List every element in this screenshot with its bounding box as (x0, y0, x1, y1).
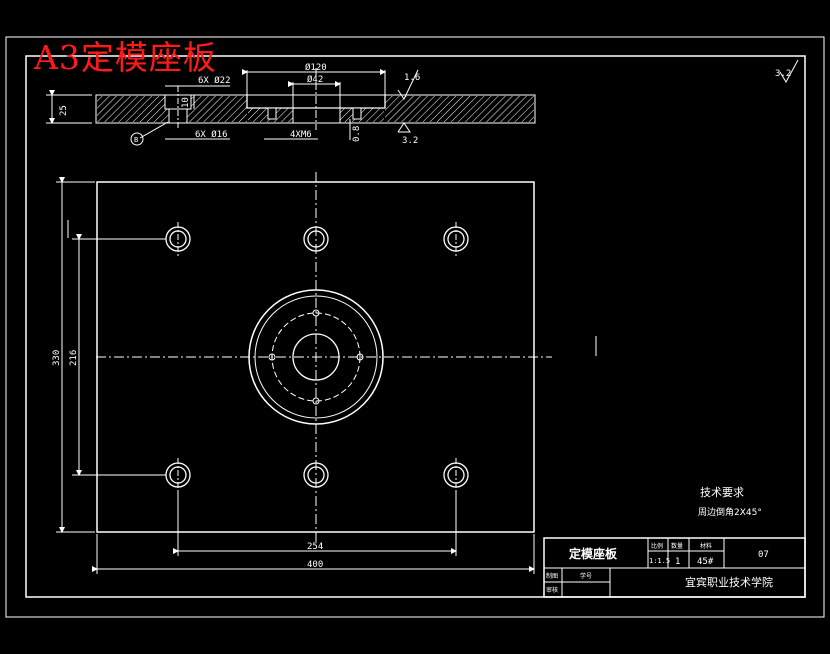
value-ratio: 1:1.5 (649, 557, 670, 565)
dim-depth-10: 10 (181, 97, 191, 108)
note-b: B (134, 136, 138, 144)
title-block (543, 537, 806, 598)
dim-inner-dia: Ø42 (307, 74, 323, 85)
dim-counterbore-bottom: 6X Ø16 (195, 129, 228, 140)
outer-frame (5, 36, 825, 618)
label-material: 材料 (700, 542, 712, 550)
dim-counterbore-top: 6X Ø22 (198, 75, 231, 86)
dim-thickness: 25 (59, 105, 69, 116)
dim-width-254: 254 (307, 542, 323, 552)
label-drawn: 制图 (546, 572, 558, 580)
plan-dimension-texts: 330 216 254 400 (52, 350, 323, 570)
dim-depth-08: 0.8 (352, 126, 362, 142)
label-student-id: 学号 (580, 572, 592, 580)
drawing-number: 07 (758, 550, 769, 560)
ring-outer-circle (248, 289, 384, 425)
title-block-texts: 定模座板 比例 数量 材料 1:1.5 1 45# 07 制图 审核 学号 宜宾… (546, 542, 773, 594)
hole-bottom-right (443, 462, 469, 488)
hole-bottom-mid (303, 462, 329, 488)
plan-dimension-lines (56, 177, 597, 574)
value-qty: 1 (675, 557, 680, 567)
center-bore (292, 333, 340, 381)
tech-notes-heading: 技术要求 (700, 486, 744, 499)
section-hatch-mid-right (340, 108, 384, 122)
section-outline (95, 94, 536, 124)
tech-notes: 技术要求 周边倒角2X45° (698, 486, 762, 518)
roughness-16: 1.6 (404, 73, 420, 83)
section-view (46, 59, 799, 146)
section-dimension-texts: 6X Ø22 Ø120 Ø42 25 10 6X Ø16 4XM6 0.8 1.… (59, 62, 791, 146)
sheet-title: A3定模座板 (34, 38, 217, 77)
value-material: 45# (697, 557, 714, 567)
school-name: 宜宾职业技术学院 (685, 575, 773, 589)
inner-frame (25, 55, 806, 598)
label-checked: 审核 (546, 586, 558, 594)
hole-top-right (443, 226, 469, 252)
roughness-global: 3.2 (775, 69, 791, 79)
dim-outer-dia: Ø120 (305, 62, 327, 73)
plan-view (96, 172, 552, 545)
label-ratio: 比例 (651, 542, 663, 550)
part-name: 定模座板 (569, 546, 618, 561)
section-hatch-right (385, 96, 534, 122)
thread-hole-left (267, 107, 277, 120)
bolt-circle (271, 312, 361, 402)
dim-thread: 4XM6 (290, 130, 312, 140)
tech-notes-line1: 周边倒角2X45° (698, 506, 762, 518)
dim-width-400: 400 (307, 560, 323, 570)
dim-height-330: 330 (52, 350, 62, 366)
label-qty: 数量 (671, 542, 683, 550)
ring-inner-circle (254, 295, 378, 419)
dim-height-216: 216 (69, 350, 79, 366)
thread-hole-right (352, 107, 362, 120)
hole-top-mid (303, 226, 329, 252)
roughness-32: 3.2 (402, 136, 418, 146)
